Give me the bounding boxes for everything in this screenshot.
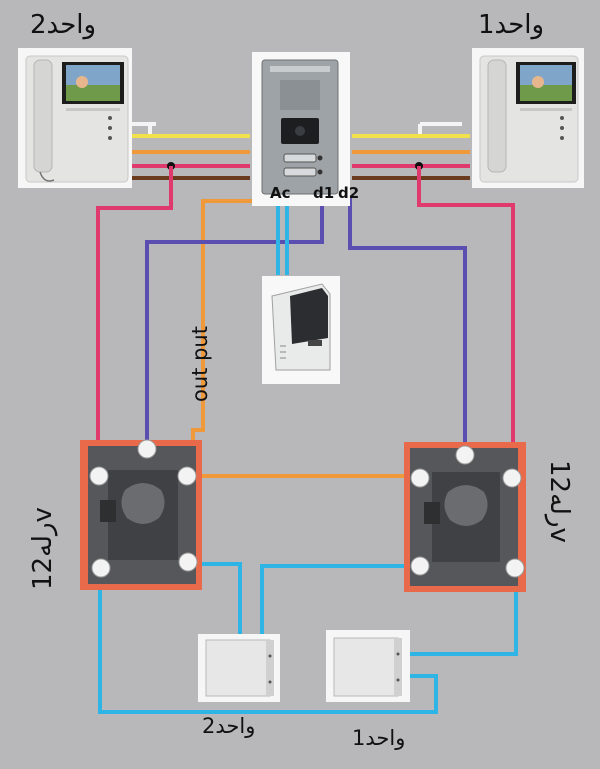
monitor-unit-1-brand-strip bbox=[520, 108, 572, 111]
power-supply-label bbox=[308, 340, 322, 346]
power-supply-icon bbox=[262, 276, 340, 384]
lock-unit-1-icon bbox=[326, 630, 410, 702]
lock-unit-2-side bbox=[266, 640, 274, 696]
label-relay-right: رله12v bbox=[544, 460, 574, 543]
relay-left-terminal-bottom-left bbox=[91, 558, 111, 578]
label-unit-2-bottom: واحد2 bbox=[202, 714, 256, 738]
wire-purple-d1 bbox=[145, 196, 324, 446]
relay-right-terminal-top-right bbox=[502, 468, 522, 488]
relay-left-terminal-top-right bbox=[177, 466, 197, 486]
relay-right-icon bbox=[404, 442, 526, 592]
monitor-unit-2-screen-ground bbox=[66, 85, 120, 101]
relay-right-terminal-top bbox=[455, 445, 475, 465]
lock-unit-2-body bbox=[205, 639, 271, 697]
monitor-unit-2-icon bbox=[18, 48, 132, 188]
wire-magenta-to-left-relay bbox=[96, 166, 173, 455]
wire-cyan-left-relay-to-lock2 bbox=[190, 562, 242, 638]
relay-right-terminal-bottom-left bbox=[410, 556, 430, 576]
monitor-unit-2-button-3 bbox=[108, 136, 112, 140]
relay-left-terminal-top-left bbox=[89, 466, 109, 486]
relay-right-socket-cutout bbox=[444, 485, 488, 526]
monitor-unit-2-button-1 bbox=[108, 116, 112, 120]
monitor-unit-2-screen-face bbox=[76, 76, 88, 88]
label-unit-1-top: واحد1 bbox=[478, 10, 545, 40]
label-relay-left: رله12v bbox=[28, 507, 58, 590]
monitor-unit-1-handset bbox=[487, 59, 507, 173]
door-panel-grille-area bbox=[280, 80, 320, 110]
door-panel-led-2 bbox=[317, 169, 323, 175]
lock-unit-1-body bbox=[333, 637, 399, 697]
door-panel-call-button-1 bbox=[283, 153, 317, 163]
door-panel-brand bbox=[270, 66, 330, 72]
monitor-unit-1-screen-ground bbox=[520, 85, 572, 101]
label-terminal-d2: d2 bbox=[338, 184, 360, 202]
relay-right-terminal-top-left bbox=[410, 468, 430, 488]
relay-left-pin-slot bbox=[100, 500, 116, 522]
lock-unit-2-icon bbox=[198, 634, 280, 702]
wire-cyan-lock-loop bbox=[98, 570, 438, 714]
relay-left-icon bbox=[80, 439, 202, 590]
lock-unit-1-screw-2 bbox=[396, 678, 400, 682]
relay-left-terminal-top bbox=[137, 439, 157, 459]
wire-magenta-to-right-relay bbox=[417, 166, 515, 458]
label-unit-1-bottom: واحد1 bbox=[352, 726, 406, 750]
wire-harness-right bbox=[352, 122, 470, 180]
door-panel-led-1 bbox=[317, 155, 323, 161]
monitor-unit-2-handset bbox=[33, 59, 53, 173]
wire-purple-d2 bbox=[348, 196, 467, 452]
wire-cyan-right-relay-to-lock1 bbox=[405, 574, 518, 656]
door-panel-speaker-grille bbox=[280, 80, 320, 110]
monitor-unit-1-screen-face bbox=[532, 76, 544, 88]
monitor-unit-1-button-3 bbox=[560, 136, 564, 140]
wire-harness-left bbox=[130, 122, 250, 180]
relay-left-terminal-bottom-right bbox=[178, 552, 198, 572]
door-panel-icon bbox=[252, 52, 350, 206]
label-terminal-ac: Ac bbox=[270, 184, 291, 202]
monitor-unit-1-icon bbox=[472, 48, 584, 188]
relay-right-pin-slot bbox=[424, 502, 440, 524]
wire-orange-output bbox=[191, 199, 412, 478]
label-terminal-d1: d1 bbox=[313, 184, 335, 202]
monitor-unit-1-button-2 bbox=[560, 126, 564, 130]
lock-unit-2-screw-2 bbox=[268, 680, 272, 684]
monitor-unit-2-brand-strip bbox=[66, 108, 120, 111]
relay-right-terminal-bottom-right bbox=[505, 558, 525, 578]
label-output: out put bbox=[188, 326, 212, 402]
monitor-unit-1-button-1 bbox=[560, 116, 564, 120]
door-panel-camera-lens bbox=[295, 126, 305, 136]
lock-unit-2-screw-1 bbox=[268, 654, 272, 658]
monitor-unit-2-cord bbox=[39, 171, 55, 182]
relay-left-socket-cutout bbox=[121, 483, 165, 524]
label-unit-2-top: واحد2 bbox=[30, 10, 97, 40]
monitor-unit-2-button-2 bbox=[108, 126, 112, 130]
lock-unit-1-screw-1 bbox=[396, 652, 400, 656]
door-panel-call-button-2 bbox=[283, 167, 317, 177]
lock-unit-1-side bbox=[394, 638, 402, 696]
power-supply-front-panel bbox=[290, 288, 328, 344]
